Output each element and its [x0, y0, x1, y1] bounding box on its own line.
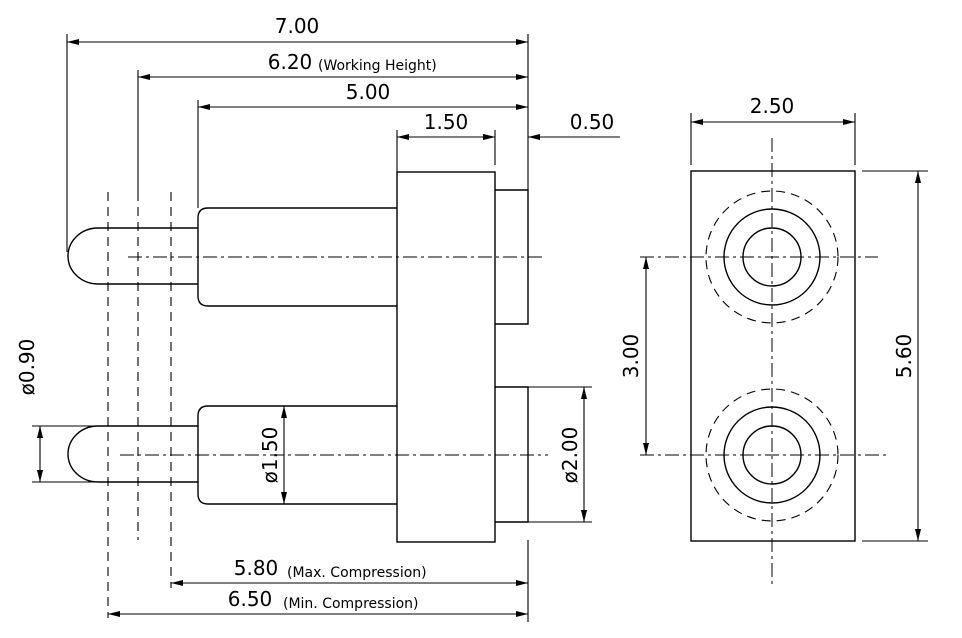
- side-view: [67, 171, 548, 618]
- min-compression-note: (Min. Compression): [283, 596, 419, 612]
- upper-flange-hidden-circle: [705, 190, 839, 324]
- upper-plunger-tip: [67, 227, 198, 285]
- front-view-dimensions: 2.50 3.00 5.60: [619, 94, 928, 542]
- min-compression-label: 6.50: [228, 587, 273, 611]
- lower-flange-hidden-circle: [705, 388, 839, 522]
- side-view-dimensions: 7.00 6.20 (Working Height) 5.00 1.50 0.5…: [15, 14, 620, 622]
- overall-length-label: 7.00: [275, 14, 320, 38]
- max-compression-label: 5.80: [234, 556, 279, 580]
- tip-diameter-label: ø0.90: [15, 339, 39, 396]
- flange-length-label: 0.50: [570, 110, 615, 134]
- working-height-note: (Working Height): [318, 58, 437, 74]
- pin-pitch-label: 3.00: [619, 334, 643, 379]
- max-compression-note: (Max. Compression): [287, 565, 427, 581]
- working-height-label: 6.20: [268, 50, 313, 74]
- body-height-label: 5.60: [892, 334, 916, 379]
- body-block: [396, 171, 496, 543]
- lower-plunger-tip: [67, 425, 198, 483]
- plunger-length-label: 5.00: [346, 80, 391, 104]
- barrel-diameter-label: ø1.50: [258, 427, 282, 484]
- front-body-block: [690, 170, 856, 542]
- body-length-label: 1.50: [424, 110, 469, 134]
- flange-diameter-label: ø2.00: [558, 427, 582, 484]
- body-width-label: 2.50: [750, 94, 795, 118]
- front-view: [640, 138, 886, 585]
